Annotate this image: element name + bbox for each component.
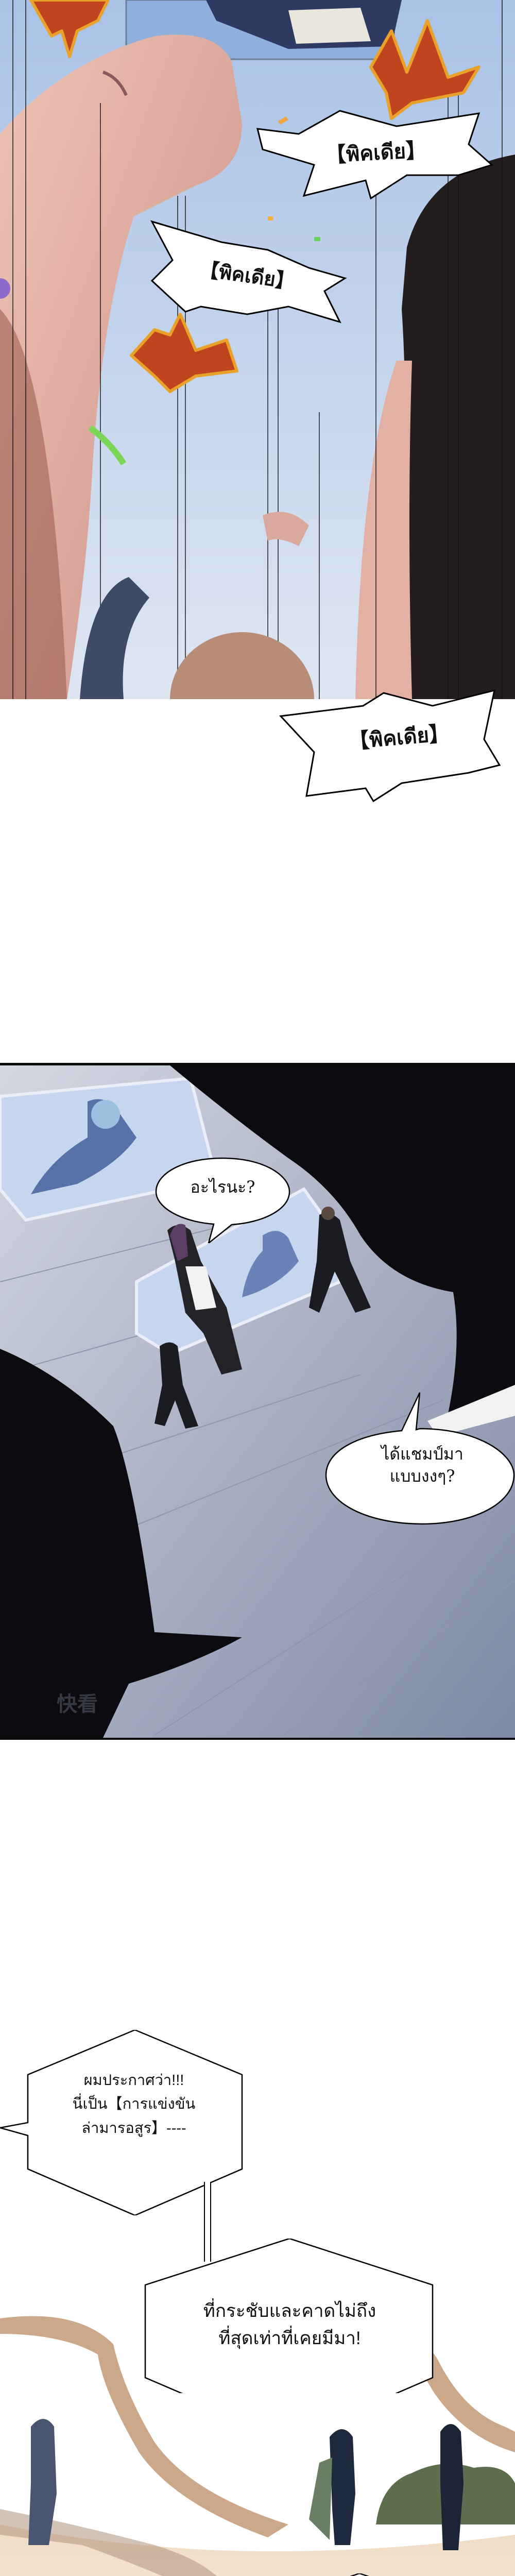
speech-bubble-unexpected: ที่กระชับและคาดไม่ถึง ที่สุดเท่าที่เคยมี… bbox=[144, 2239, 435, 2393]
panel-1-artwork bbox=[0, 0, 515, 699]
panel-cheering-crowd: 【พิคเดีย】 【พิคเดีย】 bbox=[0, 0, 515, 699]
bubble-text: ได้แชมป์มา แบบงงๆ? bbox=[381, 1444, 464, 1486]
panel-3-artwork bbox=[0, 2298, 515, 2576]
speech-bubble-announcement: ผมประกาศว่า!!! นี่เป็น【การแข่งขัน ล่ามาร… bbox=[0, 2030, 247, 2215]
speech-bubble-pikdia-2: 【พิคเดีย】 bbox=[144, 219, 350, 327]
speech-bubble-got-champion: ได้แชมป์มา แบบงงๆ? bbox=[324, 1387, 515, 1527]
bubble-text: ผมประกาศว่า!!! นี่เป็น【การแข่งขัน ล่ามาร… bbox=[72, 2072, 196, 2137]
bubble-connector bbox=[204, 2182, 211, 2262]
watermark-kuaikan: 快看 bbox=[57, 1692, 98, 1716]
panel-corridor-screens: 快看 อะไรนะ? ได้แชมป์มา แบบงงๆ? bbox=[0, 1063, 515, 1740]
bubble-text: อะไรนะ? bbox=[190, 1177, 255, 1197]
sfx-burst bbox=[29, 0, 480, 393]
speech-bubble-what: อะไรนะ? bbox=[154, 1156, 291, 1243]
bubble-text: ที่กระชับและคาดไม่ถึง ที่สุดเท่าที่เคยมี… bbox=[203, 2301, 376, 2348]
speech-bubble-pikdia-1: 【พิคเดีย】 bbox=[252, 108, 494, 201]
panel-desert-arena: 咔 咔 ผมประกาศว่า!!! นี่เป็น【การแข่งขัน ล่… bbox=[0, 2030, 515, 2576]
speech-bubble-pikdia-3: 【พิคเดีย】 bbox=[278, 662, 505, 811]
speech-bubble-miracle: เป็นปาฏิหาริย์ที่ แนวหน้าสร้างขึ้น!!! bbox=[236, 2573, 515, 2576]
